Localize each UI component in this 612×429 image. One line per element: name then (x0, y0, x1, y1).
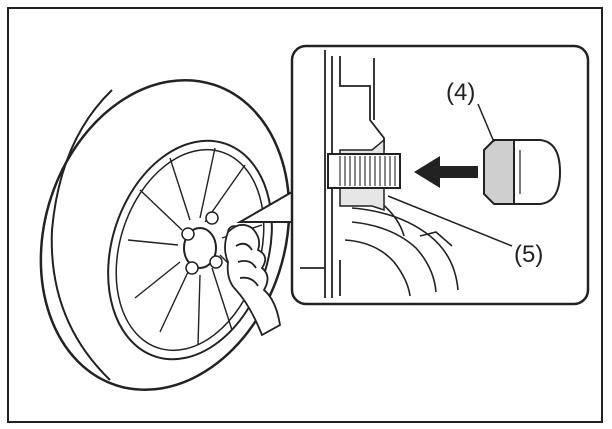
lug-nut-icon (483, 139, 562, 205)
stud-leader-line (387, 195, 513, 247)
callout-stud-label: (5) (514, 241, 543, 268)
arrow-left-icon (414, 156, 478, 188)
hand (224, 223, 281, 337)
callout-nut-label: (4) (446, 79, 475, 106)
wheel-stud-icon (327, 153, 401, 189)
brake-disc (344, 195, 459, 297)
detail-inset: (4) (5) (290, 44, 590, 306)
nut-leader-line (477, 103, 495, 143)
tire-tread (50, 89, 113, 381)
wheel (39, 78, 291, 392)
